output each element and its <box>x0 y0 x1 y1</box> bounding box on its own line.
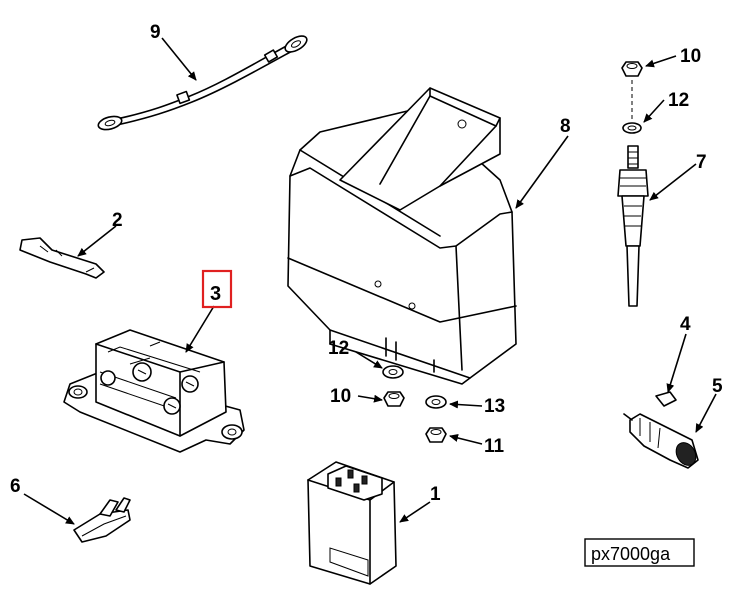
part-7-glow-plug <box>617 145 649 307</box>
part-4-bulb <box>655 391 677 407</box>
callout-7: 7 <box>696 152 707 173</box>
part-5-lamp-socket <box>623 413 699 469</box>
part-6-spade-connector <box>73 497 131 543</box>
callout-9: 9 <box>150 22 161 43</box>
callout-3: 3 <box>210 283 221 305</box>
washer-12-right <box>622 122 642 134</box>
callout-6: 6 <box>10 476 21 497</box>
callout-12-top: 12 <box>668 90 689 111</box>
callout-4: 4 <box>680 314 691 335</box>
callout-3-highlight-box <box>201 269 233 309</box>
hardware-nuts-washers <box>382 61 643 443</box>
figure-id-label: px7000ga <box>591 544 671 564</box>
callout-labels: 9 2 3 8 10 12 7 4 5 6 1 12 10 13 11 <box>10 22 723 505</box>
callout-10-bottom: 10 <box>330 386 351 407</box>
callout-10-top: 10 <box>680 46 701 67</box>
callout-leaders <box>23 37 717 525</box>
part-3-fuse-block <box>63 329 245 453</box>
part-8-controller-housing <box>287 87 517 385</box>
part-1-relay <box>307 461 397 585</box>
callout-1: 1 <box>430 484 441 505</box>
figure-id-box: px7000ga <box>584 538 695 567</box>
part-9-cable <box>97 35 308 131</box>
callout-5: 5 <box>712 376 723 397</box>
callout-8: 8 <box>560 116 571 137</box>
callout-13: 13 <box>484 396 505 417</box>
callout-12-bottom: 12 <box>328 338 349 359</box>
washer-12-left <box>382 365 404 379</box>
washer-13 <box>425 395 447 409</box>
part-2-jumper <box>19 237 105 279</box>
callout-11: 11 <box>484 436 505 457</box>
callout-2: 2 <box>112 210 123 231</box>
